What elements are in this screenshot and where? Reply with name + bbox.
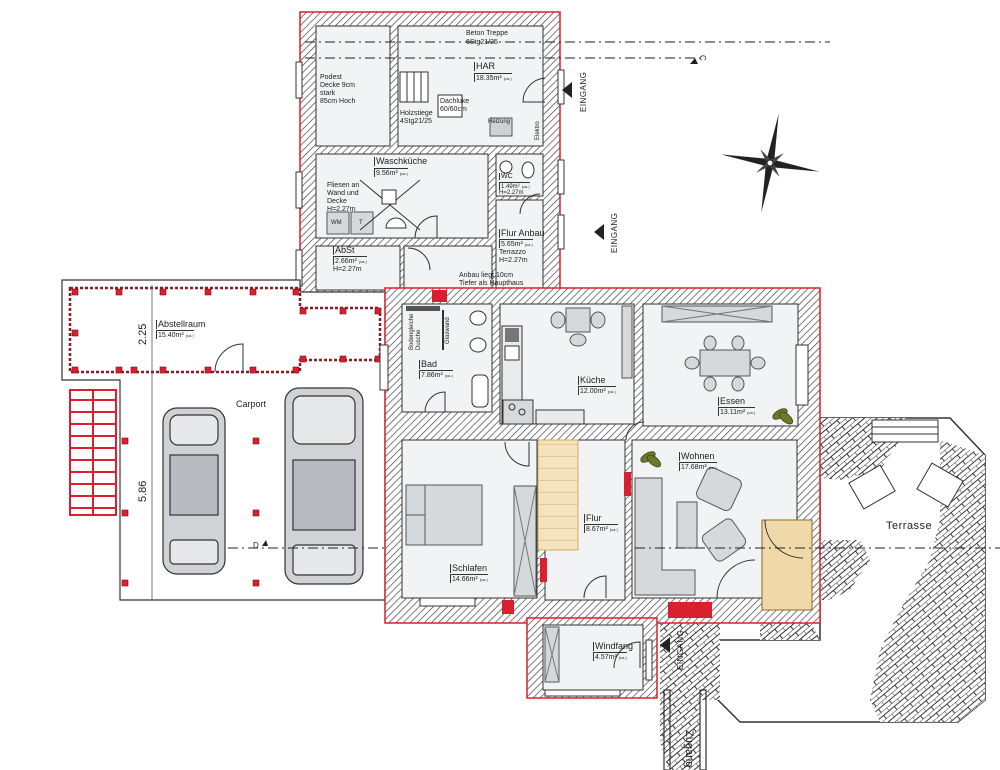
terrace-furniture — [848, 419, 964, 510]
room-area-windfang: 4.57m²(ca.) — [593, 652, 627, 661]
room-height-abst: H=2.27m — [333, 266, 362, 273]
room-area-wohnen: 17.68m²(ca.) — [679, 462, 717, 471]
label-terrasse: Terrasse — [886, 520, 933, 532]
main-house — [379, 287, 1000, 699]
terrace-paving — [660, 417, 986, 770]
room-name-flur: Flur — [584, 513, 602, 523]
abstellraum-carport — [61, 279, 386, 601]
entrance-arrow-icon — [562, 82, 670, 653]
label-t: T — [359, 220, 363, 226]
plant-icon — [640, 408, 794, 468]
room-name-schlafen: Schlafen — [450, 563, 488, 573]
room-area-abstellraum: 15.40m²(ca.) — [156, 330, 194, 339]
note-elektro: Elektro — [535, 121, 541, 140]
note-dachluke: Dachluke 60/60cm — [440, 98, 470, 114]
entrance-label-3: EINGANG — [676, 629, 685, 670]
note-fliesen: Fliesen an Wand und Decke H=2.27m — [327, 182, 360, 214]
room-name-kueche: Küche — [578, 375, 606, 385]
section-mark-d: D — [253, 541, 259, 550]
room-name-bad: Bad — [419, 359, 438, 369]
note-beton-treppe: Beton Treppe — [466, 30, 509, 37]
annex-block — [295, 11, 830, 303]
note-holzstiege: Holzstiege 4Stg21/25 — [400, 110, 433, 126]
dimension-carport-depth: 5.86 — [137, 480, 149, 502]
room-name-abstellraum: Abstellraum — [156, 319, 206, 329]
note-glaswand: Glaswand — [445, 317, 451, 344]
room-name-wc: WC — [499, 173, 513, 180]
label-carport: Carport — [236, 399, 267, 409]
entrance-label-2: EINGANG — [610, 212, 619, 253]
room-area-har: 18.35m²(ca.) — [474, 73, 512, 82]
entrance-label-1: EINGANG — [579, 71, 588, 112]
room-height-flur-anbau: H=2.27m — [499, 257, 528, 264]
note-anbau: Anbau liegt 10cm Tiefer als Haupthaus — [459, 272, 524, 288]
room-name-wohnen: Wohnen — [679, 451, 715, 461]
room-area-bad: 7.86m²(ca.) — [419, 370, 453, 379]
room-area-essen: 13.11m²(ca.) — [718, 407, 756, 416]
room-area-abst: 2.66m²(ca.) — [333, 256, 367, 265]
car-small-icon — [162, 407, 226, 575]
section-mark-c: C — [698, 55, 707, 61]
note-beton-treppe-steps: 6Stg21/25 — [466, 39, 498, 46]
room-name-windfang: Windfang — [593, 641, 634, 651]
compass-rose-icon — [720, 113, 820, 213]
room-area-waschkueche: 9.56m²(ca.) — [374, 168, 408, 177]
room-name-har: HAR — [474, 61, 496, 71]
label-zugang: Zugang — [683, 730, 695, 768]
room-name-essen: Essen — [718, 396, 746, 406]
dimension-abstellraum-depth: 2.25 — [137, 323, 149, 345]
room-area-flur-anbau: 5.65m²(ca.) — [499, 239, 533, 248]
room-name-abst: AbSt — [333, 245, 355, 255]
room-area-kueche: 12.00m²(ca.) — [578, 386, 616, 395]
car-large-icon — [284, 387, 364, 585]
room-name-flur-anbau: Flur Anbau — [499, 228, 545, 238]
note-podest: Podest Decke 9cm stark 85cm Hoch — [320, 74, 356, 106]
room-name-waschkueche: Waschküche — [374, 156, 428, 166]
room-area-flur: 8.67m²(ca.) — [584, 524, 618, 533]
label-wm: WM — [331, 220, 342, 226]
room-area-wc: 1.49m²(ca.) — [499, 182, 530, 190]
note-heizung: Heizung — [488, 119, 511, 125]
room-area-schlafen: 14.66m²(ca.) — [450, 574, 488, 583]
note-bodengleiche-dusche: Bodengleiche Dusche — [409, 313, 422, 350]
room-height-wc: H=2.27m — [499, 190, 524, 196]
room-floor-flur-anbau: Terrazzo — [499, 249, 526, 256]
